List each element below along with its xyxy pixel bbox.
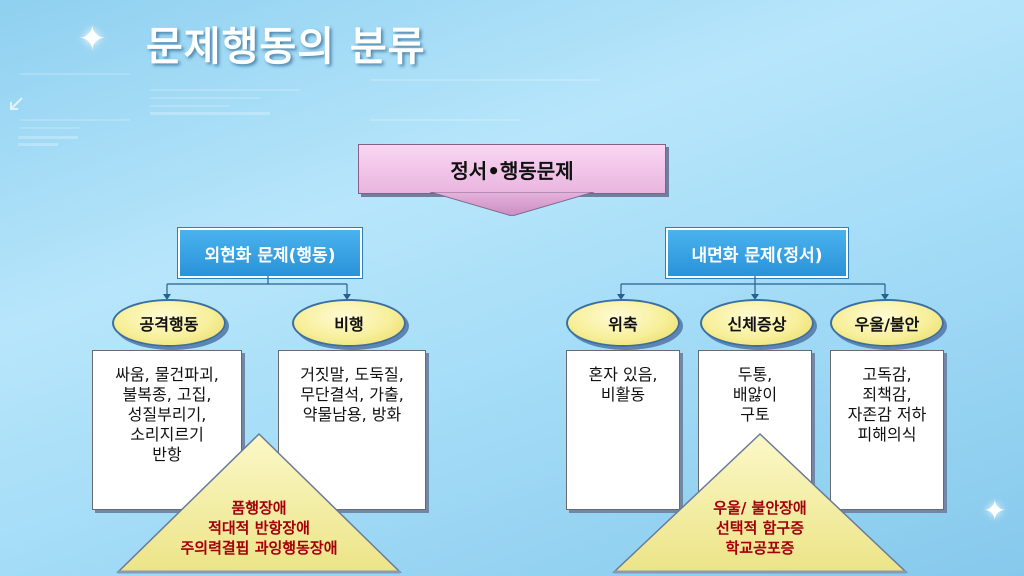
disorder-line: 품행장애 bbox=[231, 499, 287, 517]
description-line: 혼자 있음, bbox=[588, 365, 658, 384]
description-line: 성질부리기, bbox=[127, 405, 207, 424]
description-line: 약물남용, 방화 bbox=[302, 405, 402, 424]
sparkle-icon: ✦ bbox=[983, 494, 1007, 527]
down-arrow-icon bbox=[430, 192, 594, 216]
externalizing-category: 외현화 문제(행동) bbox=[178, 228, 362, 278]
internalizing-disorder-triangle bbox=[612, 432, 908, 574]
description-line: 고독감, bbox=[862, 365, 912, 384]
externalizing-disorder-list: 품행장애 적대적 반항장애 주의력결핍 과잉행동장애 bbox=[124, 498, 394, 558]
description-line: 무단결석, 가출, bbox=[300, 385, 404, 404]
aggression-description: 싸움, 물건파괴, 불복종, 고집, 성질부리기, 소리지르기 반항 bbox=[92, 350, 242, 510]
main-problem-box: 정서•행동문제 bbox=[358, 144, 666, 194]
description-line: 구토 bbox=[740, 405, 770, 424]
withdrawal-description: 혼자 있음, 비활동 bbox=[566, 350, 680, 510]
externalizing-disorder-triangle bbox=[116, 432, 402, 574]
sparkle-icon: ✦ bbox=[78, 19, 107, 59]
description-line: 반항 bbox=[152, 445, 182, 464]
description-line: 싸움, 물건파괴, bbox=[115, 365, 219, 384]
description-line: 죄책감, bbox=[862, 385, 912, 404]
disorder-line: 학교공포증 bbox=[725, 539, 795, 557]
page-title: 문제행동의 분류 bbox=[146, 24, 426, 70]
description-line: 불복종, 고집, bbox=[122, 385, 212, 404]
withdrawal-oval: 위축 bbox=[566, 299, 680, 347]
arrow-icon bbox=[10, 97, 23, 110]
disorder-line: 적대적 반항장애 bbox=[208, 519, 310, 537]
description-line: 피해의식 bbox=[857, 425, 917, 444]
internalizing-disorder-list: 우울/ 불안장애 선택적 함구증 학교공포증 bbox=[640, 498, 880, 558]
aggression-oval: 공격행동 bbox=[112, 299, 226, 347]
internalizing-category: 내면화 문제(정서) bbox=[666, 228, 848, 278]
description-line: 비활동 bbox=[600, 385, 646, 404]
disorder-line: 우울/ 불안장애 bbox=[713, 499, 807, 517]
description-line: 두통, bbox=[737, 365, 773, 384]
disorder-line: 선택적 함구증 bbox=[715, 519, 805, 537]
depression-anxiety-oval: 우울/불안 bbox=[830, 299, 944, 347]
description-line: 거짓말, 도둑질, bbox=[300, 365, 404, 384]
depression-anxiety-description: 고독감, 죄책감, 자존감 저하 피해의식 bbox=[830, 350, 944, 510]
description-line: 소리지르기 bbox=[130, 425, 204, 444]
description-line: 배앓이 bbox=[732, 385, 778, 404]
somatic-oval: 신체증상 bbox=[700, 299, 814, 347]
disorder-line: 주의력결핍 과잉행동장애 bbox=[180, 539, 338, 557]
delinquency-oval: 비행 bbox=[292, 299, 406, 347]
description-line: 자존감 저하 bbox=[847, 405, 927, 424]
